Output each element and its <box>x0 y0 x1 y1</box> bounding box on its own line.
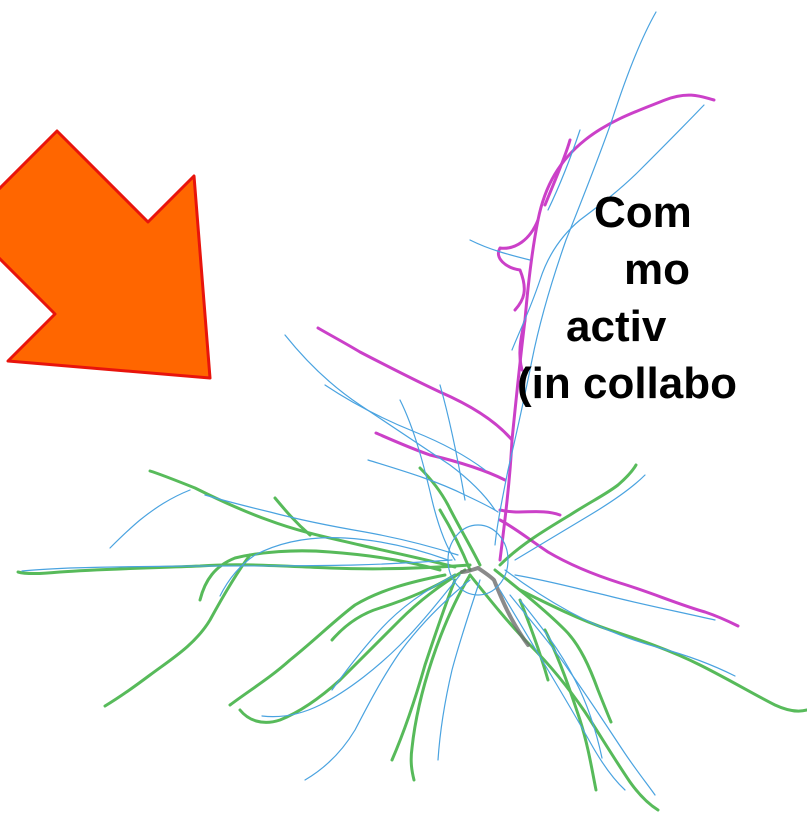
caption-line-3: activ <box>566 301 666 353</box>
caption-line-1: Com <box>594 187 692 239</box>
caption-line-2: mo <box>624 244 690 296</box>
pointer-arrow-icon <box>0 131 210 378</box>
basal-dendrites <box>18 465 807 810</box>
neuron-reconstruction <box>18 12 807 810</box>
caption-line-4: (in collabo <box>517 358 737 410</box>
